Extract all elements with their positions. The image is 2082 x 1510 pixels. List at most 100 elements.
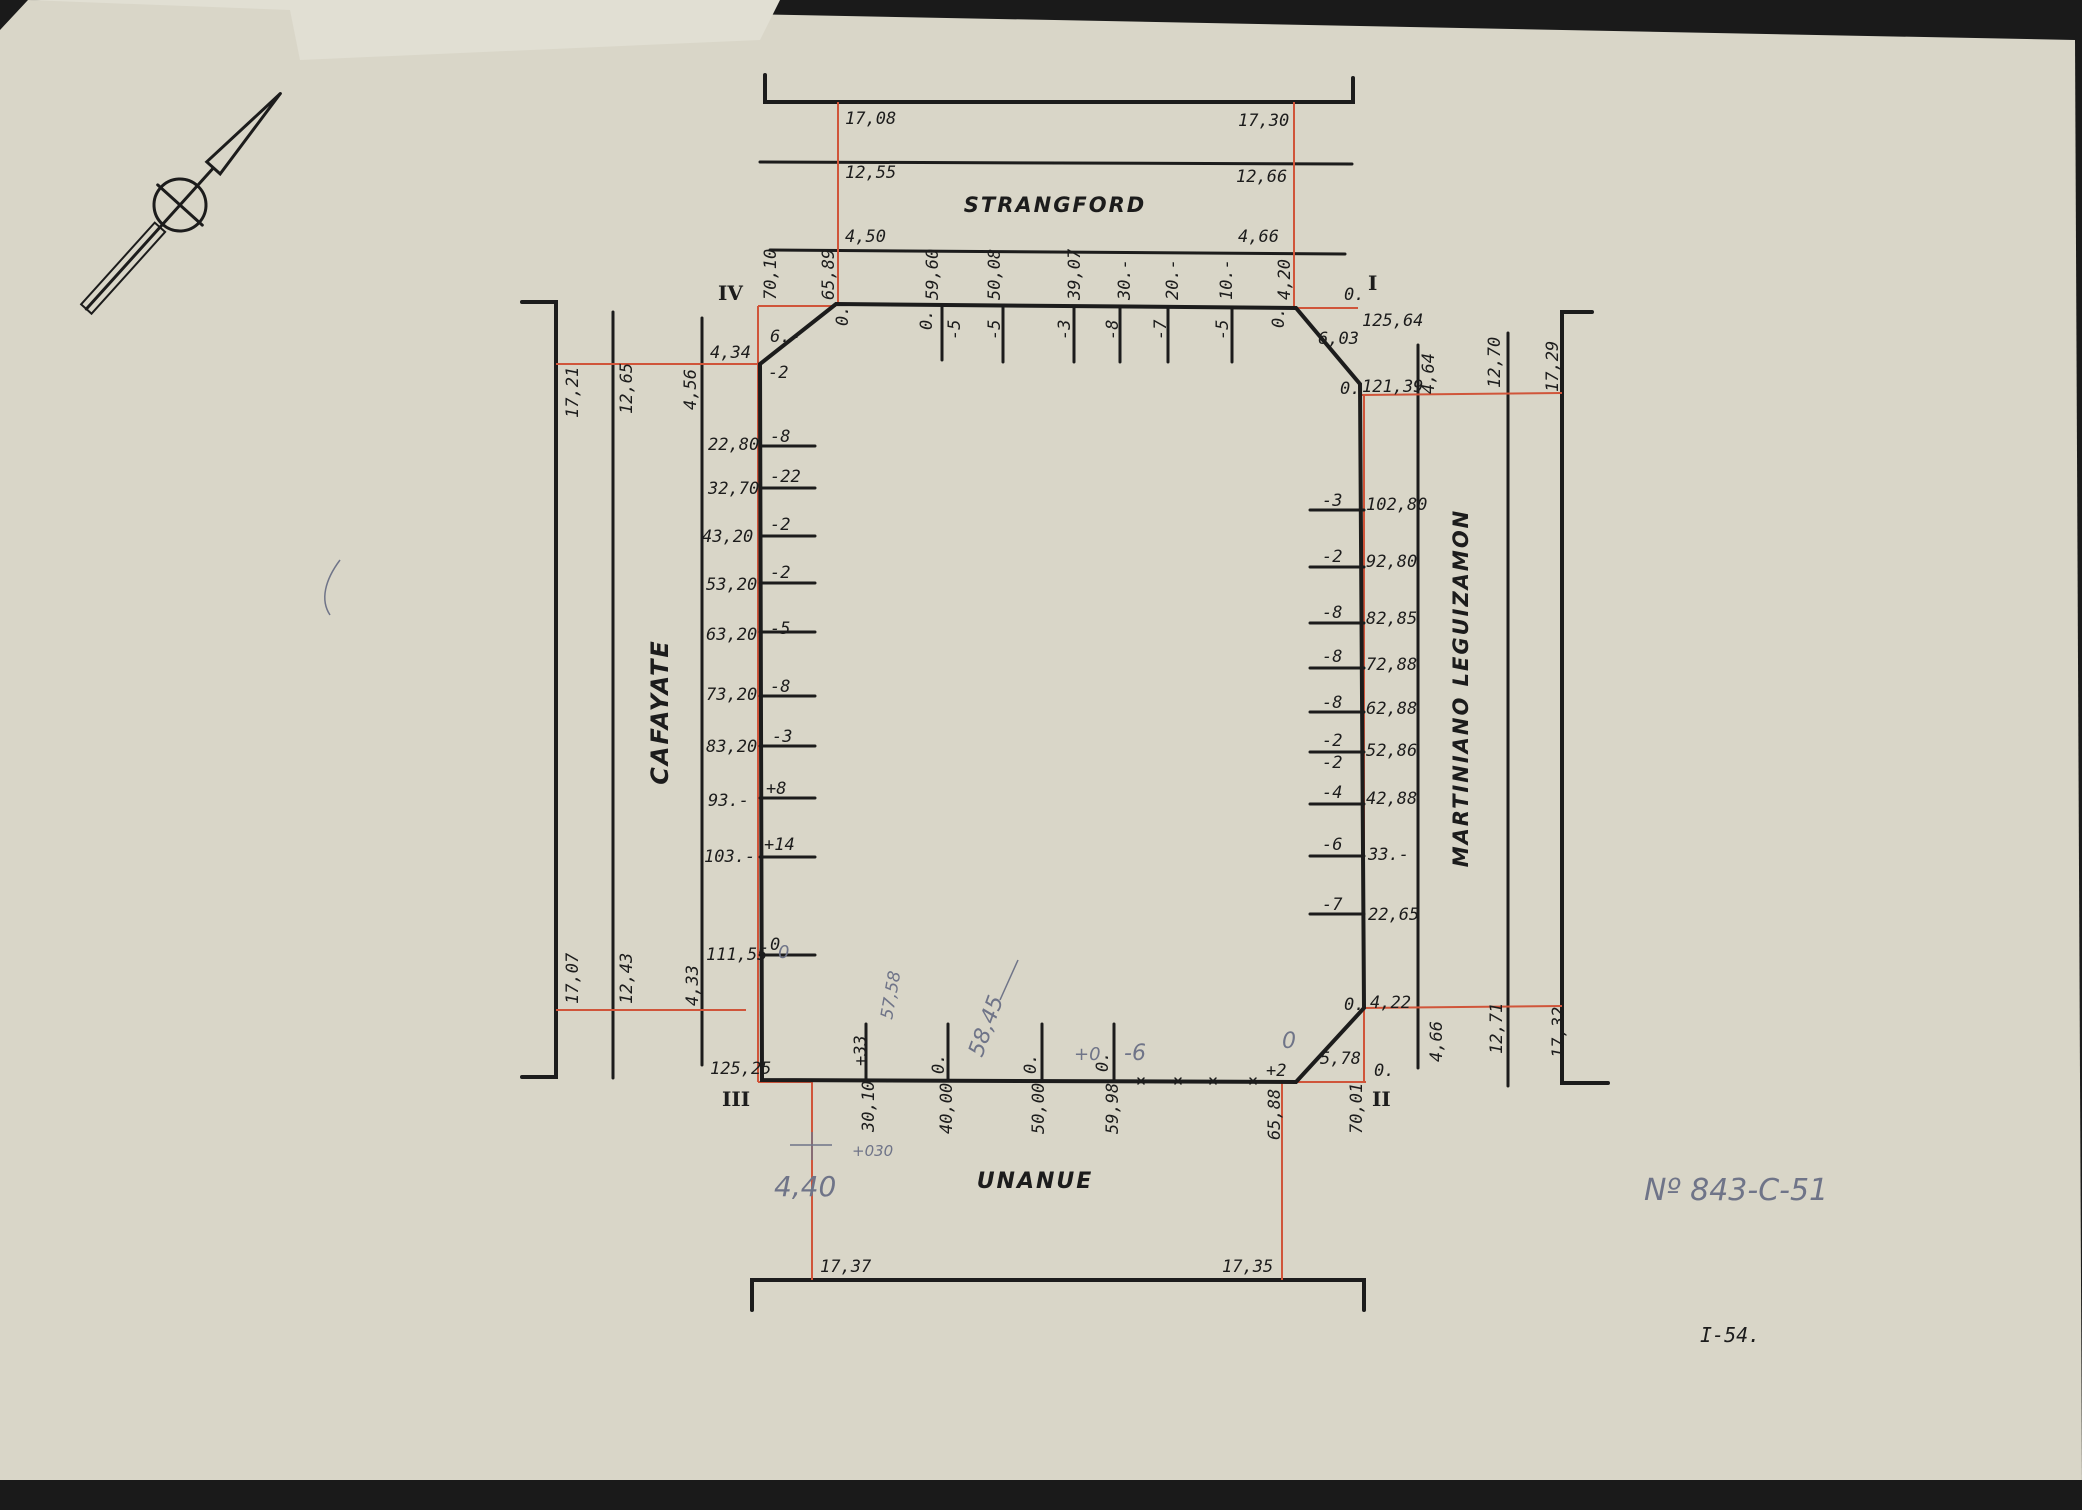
corner-III-125-25: 125,25 <box>710 1059 771 1079</box>
right-offset-3: -8 <box>1322 603 1342 623</box>
right-offset-2: -2 <box>1322 547 1342 567</box>
right-measurements: 4,64 12,70 17,29 4,66 12,71 17,32 0. 121… <box>1322 337 1569 1062</box>
right-chainage-4: 72,88 <box>1366 655 1417 675</box>
top-offset-6: -5 <box>1213 320 1233 340</box>
bottom-offset-b: 0. <box>1021 1054 1041 1074</box>
right-chainage-6: 52,86 <box>1366 741 1417 761</box>
bottom-bracket <box>750 1278 1366 1312</box>
left-offset-8: +8 <box>766 779 786 799</box>
corner-I-125-64: 125,64 <box>1362 311 1423 331</box>
bottom-cross-marks <box>1137 1077 1257 1085</box>
pencil-zero: 0 <box>1282 1029 1296 1054</box>
right-top-17-29: 17,29 <box>1543 341 1563 392</box>
left-offset-1: -8 <box>770 427 790 447</box>
left-offset-2: -22 <box>770 467 801 487</box>
top-chainage-59-60: 59,60 <box>923 249 943 300</box>
top-offset-5: -7 <box>1151 319 1171 340</box>
top-chainage-50-08: 50,08 <box>985 249 1005 300</box>
bottom-offset-33: +33 <box>851 1035 871 1066</box>
corner-II-zero: 0. <box>1374 1061 1394 1081</box>
right-offset-7: -4 <box>1322 783 1342 803</box>
corner-I-zero: 0. <box>1344 285 1364 305</box>
left-chainage-1: 22,80 <box>708 435 759 455</box>
bottom-edge <box>0 1480 2082 1510</box>
right-bottom-17-32: 17,32 <box>1549 1007 1569 1058</box>
pencil-minus-6: -6 <box>1124 1041 1146 1066</box>
stamp-number: Nº 843-C-51 <box>1644 1173 1828 1208</box>
right-offset-extra: -2 <box>1322 753 1342 773</box>
bottom-chainage-40-00: 40,00 <box>937 1083 957 1134</box>
paper-shade <box>28 0 780 60</box>
bottom-chainage-70-01: 70,01 <box>1347 1083 1367 1134</box>
corner-label-IV: IV <box>718 281 743 305</box>
left-offset-6: -8 <box>770 677 790 697</box>
top-offset-ticks <box>940 304 1234 364</box>
bottom-left-17-37: 17,37 <box>820 1257 872 1277</box>
pencil-plus-030: +030 <box>852 1142 893 1160</box>
right-first-offset: 0. <box>1340 379 1360 399</box>
left-chainage-4: 53,20 <box>706 575 757 595</box>
bevel-bottom-plus-2: +2 <box>1266 1061 1286 1081</box>
vertex-70-10: 70,10 <box>761 249 781 300</box>
bottom-offset-a: 0. <box>929 1054 949 1074</box>
bevel-right-6-03: 6,03 <box>1318 329 1359 349</box>
left-offset-10: 0 <box>770 935 780 955</box>
left-first-offset: -2 <box>768 363 788 383</box>
street-leguizamon: MARTINIANO LEGUIZAMON <box>1449 509 1473 868</box>
left-bracket <box>520 300 558 1079</box>
top-left-4-50: 4,50 <box>845 227 886 247</box>
top-bracket <box>763 73 1355 104</box>
right-last-offset: 0. <box>1344 995 1364 1015</box>
right-offset-1: -3 <box>1322 491 1342 511</box>
lot-outline <box>757 301 1367 1085</box>
left-chainage-10: 111,55 <box>706 945 767 965</box>
right-offset-8: -6 <box>1322 835 1342 855</box>
left-chainage-6: 73,20 <box>706 685 757 705</box>
top-offset-7: 0. <box>1269 308 1289 328</box>
pencil-strokes <box>324 559 1019 1160</box>
pencil-plus-0: +0 <box>1074 1044 1101 1065</box>
left-top-4-56: 4,56 <box>681 369 701 410</box>
street-unanue: UNANUE <box>977 1169 1094 1194</box>
right-offset-5: -8 <box>1322 693 1342 713</box>
left-bottom-12-43: 12,43 <box>617 953 637 1004</box>
bottom-chainage-65-88: 65,88 <box>1265 1089 1285 1140</box>
top-chainage-10: 10.- <box>1217 259 1237 300</box>
right-chainage-5: 62,88 <box>1366 699 1417 719</box>
bottom-chainage-50-00: 50,00 <box>1029 1083 1049 1134</box>
sheet-number: I-54. <box>1700 1323 1760 1347</box>
right-chainage-9: 22,65 <box>1368 905 1419 925</box>
left-offset-4: -2 <box>770 563 790 583</box>
left-chainage-5: 63,20 <box>706 625 757 645</box>
right-bottom-4-66: 4,66 <box>1427 1021 1447 1062</box>
pencil-4-40: 4,40 <box>774 1170 836 1203</box>
bevel-left-6: 6.- <box>770 327 801 347</box>
street-strangford: STRANGFORD <box>964 193 1146 217</box>
right-top-4-64: 4,64 <box>1419 353 1439 394</box>
corner-label-II: II <box>1372 1087 1391 1111</box>
top-offset-3: -3 <box>1055 320 1075 340</box>
top-right-12-66: 12,66 <box>1236 167 1287 187</box>
left-offset-7: -3 <box>772 727 792 747</box>
top-offset-2: -5 <box>985 320 1005 340</box>
left-top-17-21: 17,21 <box>563 367 583 418</box>
vertex-zero: 0. <box>833 306 853 326</box>
top-chainage-39-07: 39,07 <box>1065 248 1085 301</box>
right-chainage-7: 42,88 <box>1366 789 1417 809</box>
right-top-12-70: 12,70 <box>1485 337 1505 388</box>
right-offset-4: -8 <box>1322 647 1342 667</box>
right-chainage-3: 82,85 <box>1366 609 1417 629</box>
left-chainage-2: 32,70 <box>707 479 759 499</box>
strangford-line-2 <box>768 248 1347 256</box>
left-bottom-4-33: 4,33 <box>683 965 703 1006</box>
north-arrow-icon <box>79 92 282 316</box>
vertex-65-89: 65,89 <box>819 249 839 300</box>
left-top-12-65: 12,65 <box>617 363 637 414</box>
top-left-17-08: 17,08 <box>845 109 896 129</box>
left-chainage-3: 43,20 <box>702 527 753 547</box>
top-left-12-55: 12,55 <box>845 163 896 183</box>
top-right-4-66: 4,66 <box>1238 227 1279 247</box>
left-offset-ticks <box>758 444 817 957</box>
right-bottom-12-71: 12,71 <box>1487 1003 1507 1054</box>
left-chainage-7: 83,20 <box>706 737 757 757</box>
